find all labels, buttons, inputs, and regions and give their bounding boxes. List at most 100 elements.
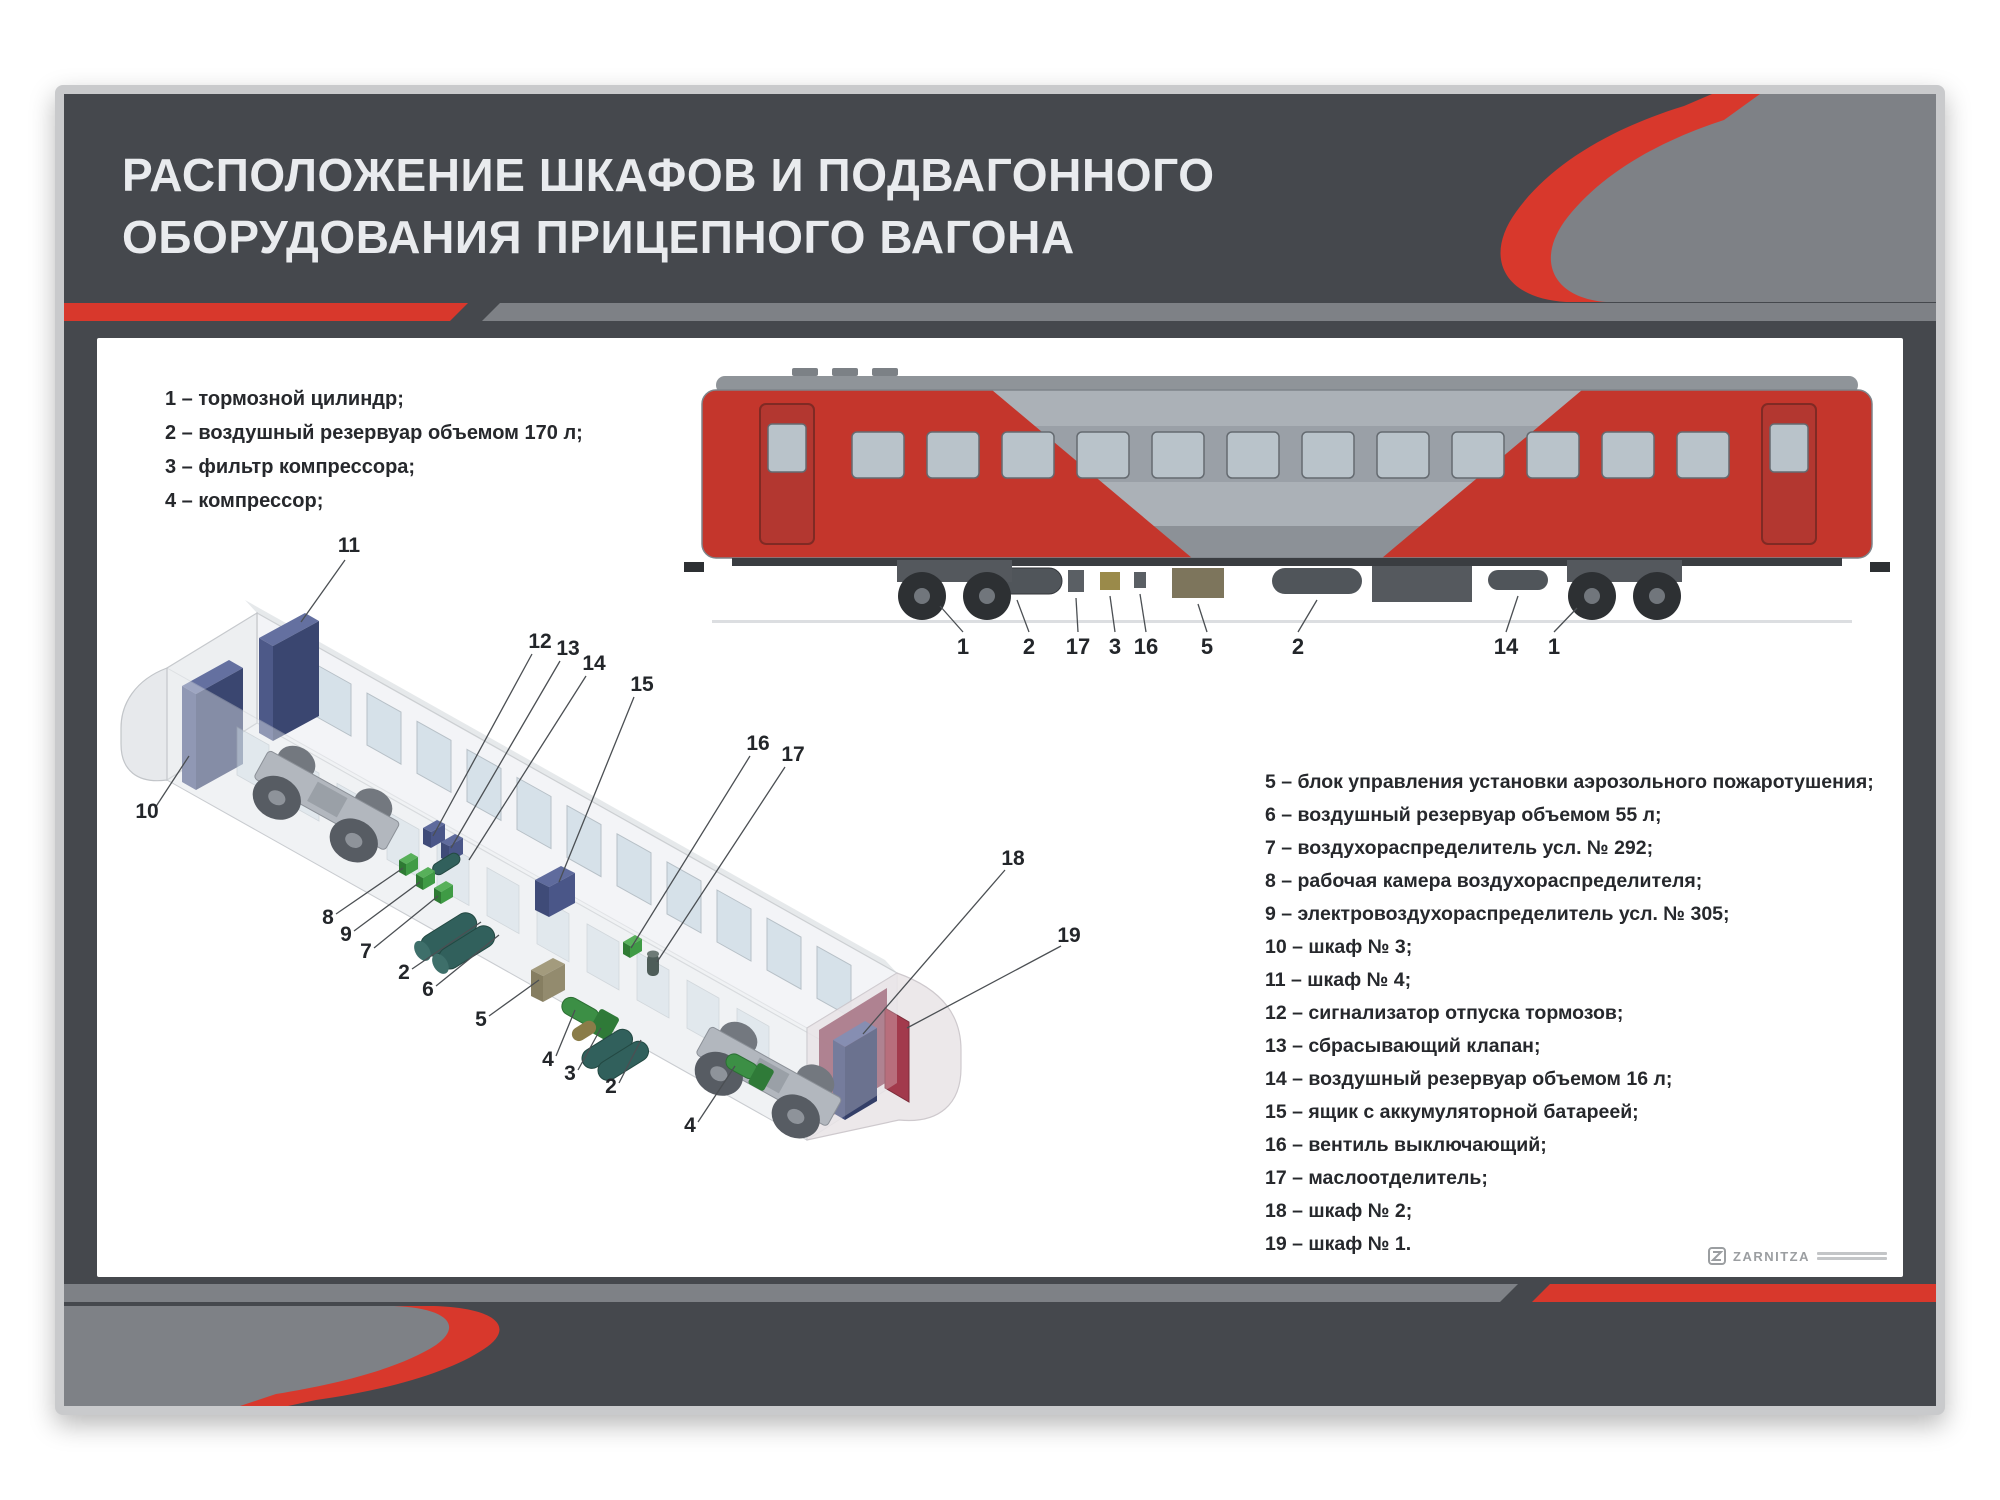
compressor bbox=[561, 996, 619, 1041]
content-panel: 1 – тормозной цилиндр; 2 – воздушный рез… bbox=[97, 338, 1903, 1277]
right-door bbox=[1761, 403, 1817, 545]
legend-item: 16 – вентиль выключающий; bbox=[1265, 1134, 1547, 1156]
top-red-stripe bbox=[64, 303, 468, 321]
legend-item: 10 – шкаф № 3; bbox=[1265, 936, 1413, 958]
window-row bbox=[851, 431, 1730, 479]
legend-item: 5 – блок управления установки аэрозольно… bbox=[1265, 771, 1874, 793]
side-callout-label: 2 bbox=[1023, 634, 1035, 659]
air-reservoir-16-tank bbox=[1488, 570, 1548, 590]
shutoff-valve bbox=[623, 935, 642, 958]
legend-item: 2 – воздушный резервуар объемом 170 л; bbox=[165, 422, 583, 444]
front-bogie bbox=[252, 745, 400, 863]
legend-item: 11 – шкаф № 4; bbox=[1265, 969, 1412, 991]
cabinet-no3 bbox=[182, 660, 243, 790]
bottom-decoration bbox=[64, 1284, 1936, 1406]
underframe bbox=[684, 558, 1890, 602]
legend-right: 5 – блок управления установки аэрозольно… bbox=[1265, 766, 1874, 1261]
legend-item: 12 – сигнализатор отпуска тормозов; bbox=[1265, 1002, 1624, 1024]
poster-title: РАСПОЛОЖЕНИЕ ШКАФОВ И ПОДВАГОННОГО ОБОРУ… bbox=[122, 144, 1215, 268]
iso-callout-label: 9 bbox=[340, 923, 352, 946]
top-gray-stripe bbox=[482, 303, 1936, 321]
iso-callout-label: 5 bbox=[475, 1008, 487, 1031]
cabinet-no1 bbox=[884, 1007, 910, 1103]
battery-box bbox=[535, 866, 575, 917]
iso-callout-label: 7 bbox=[360, 940, 372, 963]
car-body bbox=[702, 390, 1872, 558]
iso-callout-label: 10 bbox=[135, 800, 158, 823]
top-gray-swoosh bbox=[1550, 94, 1936, 302]
fire-suppression-control-box bbox=[1172, 568, 1224, 598]
legend-item: 4 – компрессор; bbox=[165, 490, 324, 512]
iso-callout-label: 4 bbox=[684, 1114, 696, 1137]
iso-callout-leaders bbox=[154, 559, 1062, 1123]
legend-top: 1 – тормозной цилиндр; 2 – воздушный рез… bbox=[165, 382, 583, 518]
fire-suppression-unit bbox=[531, 958, 565, 1002]
legend-item: 15 – ящик с аккумуляторной батареей; bbox=[1265, 1101, 1639, 1123]
cabinet-no4 bbox=[259, 613, 319, 741]
iso-callout-label: 2 bbox=[605, 1075, 617, 1098]
iso-cutaway-illustration: 11 12 13 14 15 16 17 18 19 10 8 9 7 2 6 … bbox=[120, 534, 1081, 1141]
poster-title-line1: РАСПОЛОЖЕНИЕ ШКАФОВ И ПОДВАГОННОГО bbox=[122, 149, 1215, 201]
side-callout-label: 14 bbox=[1494, 634, 1519, 659]
shutoff-valve-box bbox=[1134, 572, 1146, 588]
equipment-box bbox=[1372, 566, 1472, 602]
iso-callout-label: 12 bbox=[528, 630, 551, 653]
iso-callout-label: 13 bbox=[556, 637, 579, 660]
logo-contact-lines bbox=[1817, 1250, 1887, 1262]
air-reservoir-tank-2 bbox=[1272, 568, 1362, 594]
zarnitza-logo-icon bbox=[1708, 1247, 1726, 1265]
air-reservoir-55 bbox=[432, 925, 496, 974]
poster-board: РАСПОЛОЖЕНИЕ ШКАФОВ И ПОДВАГОННОГО ОБОРУ… bbox=[55, 85, 1945, 1415]
side-callout-label: 1 bbox=[1548, 634, 1560, 659]
zarnitza-logo: ZARNITZA bbox=[1708, 1247, 1887, 1265]
side-callout-label: 1 bbox=[957, 634, 969, 659]
legend-item: 18 – шкаф № 2; bbox=[1265, 1200, 1413, 1222]
iso-callout-label: 4 bbox=[542, 1048, 554, 1071]
top-decoration bbox=[64, 94, 1936, 321]
legend-item: 13 – сбрасывающий клапан; bbox=[1265, 1035, 1541, 1057]
side-callout-label: 2 bbox=[1292, 634, 1304, 659]
bottom-red-stripe bbox=[1532, 1284, 1936, 1302]
legend-item: 8 – рабочая камера воздухораспределителя… bbox=[1265, 870, 1703, 892]
legend-item: 1 – тормозной цилиндр; bbox=[165, 388, 404, 410]
iso-callout-label: 14 bbox=[582, 652, 606, 675]
iso-callout-label: 6 bbox=[422, 978, 434, 1001]
side-callout-label: 17 bbox=[1066, 634, 1090, 659]
legend-item: 7 – воздухораспределитель усл. № 292; bbox=[1265, 837, 1654, 859]
legend-item: 19 – шкаф № 1. bbox=[1265, 1233, 1412, 1255]
oil-separator-box bbox=[1068, 570, 1084, 592]
compressor-filter-box bbox=[1100, 572, 1120, 590]
iso-callout-label: 19 bbox=[1057, 924, 1080, 947]
side-callout-label: 16 bbox=[1134, 634, 1158, 659]
oil-separator bbox=[647, 950, 659, 976]
side-callout-label: 5 bbox=[1201, 634, 1213, 659]
iso-callout-label: 2 bbox=[398, 961, 410, 984]
iso-callout-label: 18 bbox=[1001, 847, 1025, 870]
left-bogie bbox=[897, 560, 1012, 620]
legend-item: 17 – маслоотделитель; bbox=[1265, 1167, 1488, 1189]
left-door bbox=[759, 403, 815, 545]
legend-item: 3 – фильтр компрессора; bbox=[165, 456, 416, 478]
roof-edge bbox=[245, 600, 897, 973]
iso-callout-label: 17 bbox=[781, 743, 804, 766]
iso-callout-label: 8 bbox=[322, 906, 334, 929]
zarnitza-logo-text: ZARNITZA bbox=[1733, 1248, 1810, 1264]
car-shell bbox=[120, 600, 962, 1141]
iso-callout-label: 3 bbox=[564, 1062, 576, 1085]
poster-title-line2: ОБОРУДОВАНИЯ ПРИЦЕПНОГО ВАГОНА bbox=[122, 211, 1075, 263]
side-view-illustration: 1 2 17 3 16 5 2 14 1 bbox=[684, 368, 1890, 659]
compressor-filter bbox=[571, 1020, 597, 1042]
iso-callout-label: 16 bbox=[746, 732, 769, 755]
side-callout-label: 3 bbox=[1109, 634, 1121, 659]
legend-item: 9 – электровоздухораспределитель усл. № … bbox=[1265, 903, 1730, 925]
iso-callout-label: 11 bbox=[338, 534, 361, 557]
air-reservoir-170 bbox=[414, 912, 478, 961]
coupler-left bbox=[684, 562, 704, 572]
right-bogie bbox=[1567, 560, 1682, 620]
ground-shadow bbox=[712, 620, 1852, 623]
legend-item: 6 – воздушный резервуар объемом 55 л; bbox=[1265, 804, 1662, 826]
coupler-right bbox=[1870, 562, 1890, 572]
front-nose bbox=[120, 667, 168, 782]
iso-callout-label: 15 bbox=[630, 673, 654, 696]
